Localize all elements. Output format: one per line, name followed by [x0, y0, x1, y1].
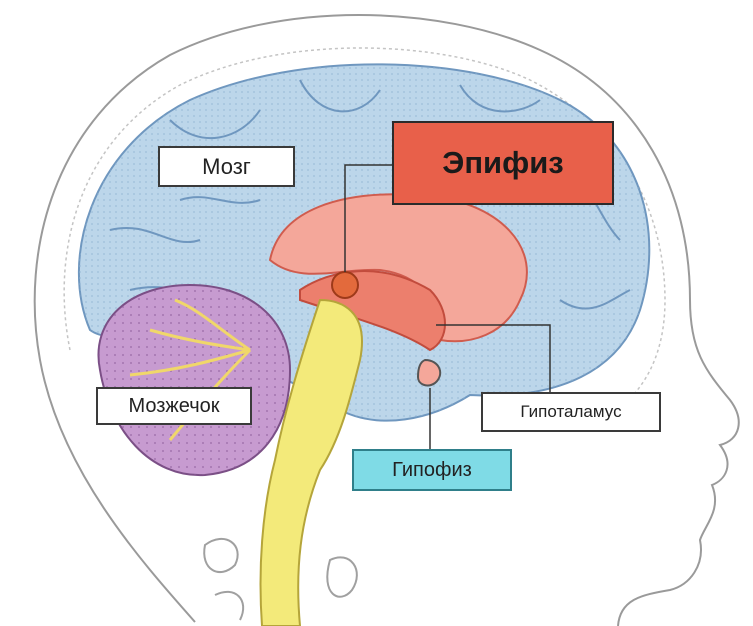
label-epiphysis: Эпифиз: [392, 121, 614, 205]
label-hypothalamus: Гипоталамус: [481, 392, 661, 432]
label-brain: Мозг: [158, 146, 295, 187]
label-cerebellum: Мозжечок: [96, 387, 252, 425]
label-pituitary: Гипофиз: [352, 449, 512, 491]
pituitary-gland: [418, 360, 440, 385]
pineal-gland: [332, 272, 358, 298]
